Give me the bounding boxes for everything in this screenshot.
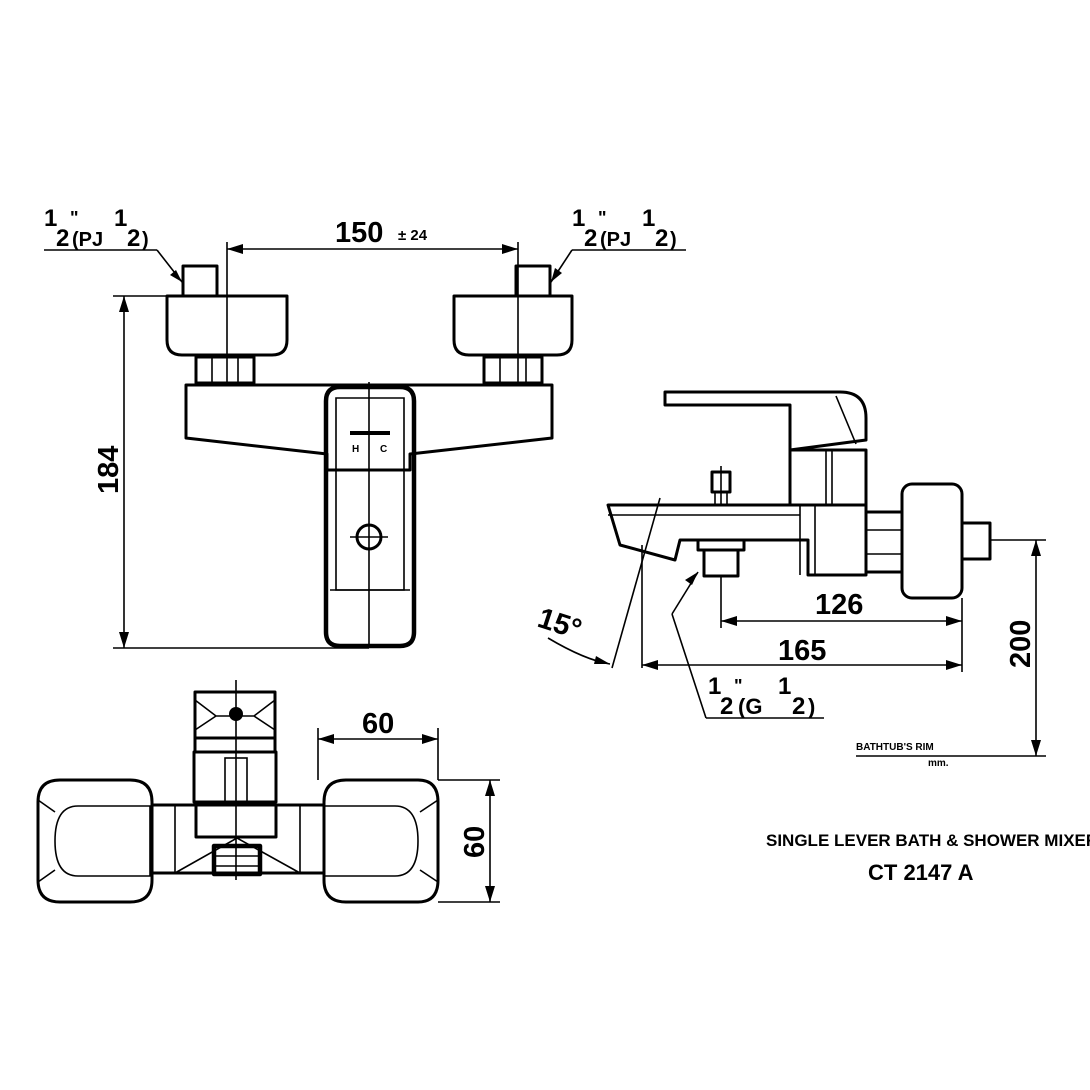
dim-184: 184 — [93, 295, 369, 649]
front-view: H C — [165, 242, 574, 649]
svg-text:": " — [70, 208, 79, 228]
svg-text:): ) — [142, 229, 149, 251]
right-hex-nut — [482, 355, 544, 385]
right-inlet-nipple — [514, 264, 552, 298]
dim-184-value: 184 — [93, 446, 125, 494]
dim-126-value: 126 — [815, 589, 863, 621]
left-hex-nut — [194, 355, 256, 385]
left-inlet-nipple — [181, 264, 219, 298]
top-view — [36, 680, 440, 904]
svg-text:1: 1 — [114, 205, 127, 232]
lever-handle — [323, 384, 417, 649]
hex-nut-side — [864, 510, 904, 574]
dim-60-width-value: 60 — [362, 708, 394, 740]
inlet-nipple-side — [960, 521, 992, 561]
right-plate-top — [322, 778, 440, 904]
dim-165: 165 — [642, 635, 962, 670]
svg-text:2: 2 — [792, 693, 805, 720]
cartridge-top — [192, 750, 278, 804]
svg-text:2: 2 — [584, 225, 597, 252]
left-plate-top — [36, 778, 154, 904]
flange-side — [900, 482, 964, 600]
rim-label: BATHTUB'S RIM — [856, 742, 934, 753]
svg-text:): ) — [670, 229, 677, 251]
dim-15-angle: 15° — [534, 497, 661, 669]
svg-text:": " — [734, 676, 743, 696]
svg-text:(PJ: (PJ — [600, 229, 631, 251]
product-name: SINGLE LEVER BATH & SHOWER MIXER — [766, 831, 1090, 850]
side-view — [606, 390, 1046, 672]
left-flange — [165, 294, 289, 357]
dim-150: 150 ± 24 — [227, 217, 518, 254]
right-flange — [452, 294, 574, 357]
aerator-side — [702, 548, 740, 578]
svg-text:1: 1 — [778, 673, 791, 700]
dim-60-depth: 60 — [438, 779, 500, 903]
svg-text:(G: (G — [738, 694, 762, 719]
dim-150-value: 150 — [335, 217, 383, 249]
dim-200-value: 200 — [1005, 620, 1037, 668]
dim-15-value: 15° — [534, 602, 586, 646]
svg-text:1: 1 — [572, 205, 585, 232]
lever-side — [663, 390, 868, 452]
hot-mark: H — [352, 444, 359, 455]
svg-text:2: 2 — [655, 225, 668, 252]
svg-text:1: 1 — [708, 673, 721, 700]
cold-mark: C — [380, 444, 387, 455]
callout-outlet: 1 2 " (G 1 2 ) — [671, 571, 824, 720]
dim-126: 126 — [720, 576, 962, 628]
cartridge-side — [788, 448, 868, 507]
dim-60-depth-value: 60 — [459, 826, 491, 858]
dim-200: 200 BATHTUB'S RIM mm. — [856, 540, 1046, 769]
svg-text:1: 1 — [44, 205, 57, 232]
dim-150-tolerance: ± 24 — [398, 227, 428, 244]
brand-logo-mark — [350, 431, 390, 435]
dim-60-width: 60 — [317, 708, 439, 780]
callout-left-inlet: 1 2 " (PJ 1 2 ) — [44, 205, 183, 283]
callout-right-inlet: 1 2 " (PJ 1 2 ) — [550, 205, 686, 283]
svg-text:2: 2 — [127, 225, 140, 252]
dim-165-value: 165 — [778, 635, 826, 667]
model-number: CT 2147 A — [868, 860, 974, 885]
svg-text:2: 2 — [56, 225, 69, 252]
unit-label: mm. — [928, 758, 949, 769]
outlet-top — [211, 843, 263, 877]
svg-text:(PJ: (PJ — [72, 229, 103, 251]
svg-text:2: 2 — [720, 693, 733, 720]
svg-text:): ) — [808, 694, 815, 719]
svg-text:": " — [598, 208, 607, 228]
mixer-body — [184, 383, 554, 472]
svg-text:1: 1 — [642, 205, 655, 232]
